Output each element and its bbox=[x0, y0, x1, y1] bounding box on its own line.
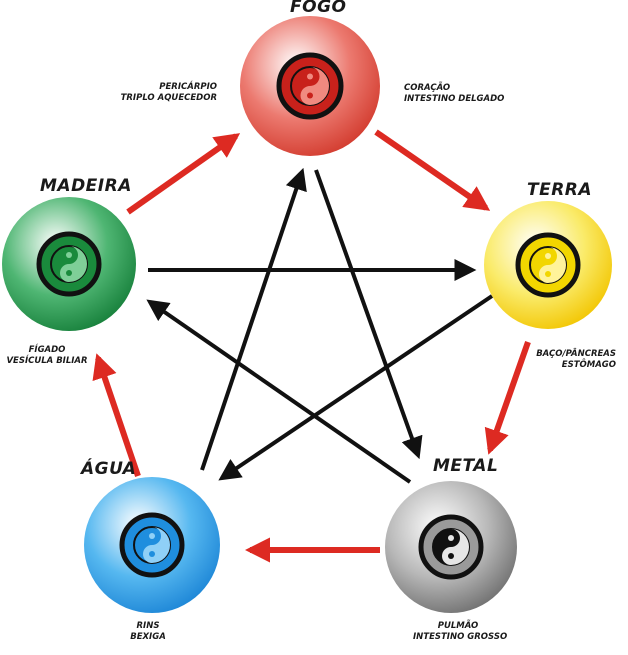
sphere-metal bbox=[385, 481, 517, 613]
yin-yang-icon bbox=[432, 528, 470, 566]
yin-yang-icon bbox=[133, 526, 171, 564]
arrow-agua-to-madeira bbox=[92, 353, 141, 477]
arrow-fogo-to-terra bbox=[374, 129, 491, 211]
organ-triplo-aquecedor: TRIPLO AQUECEDOR bbox=[120, 93, 217, 103]
organ-coracao: CORAÇÃO bbox=[404, 83, 451, 93]
organ-estomago: ESTÔMAGO bbox=[561, 360, 616, 370]
organ-bexiga: BEXIGA bbox=[130, 632, 166, 642]
organ-pulmao: PULMÃO bbox=[437, 621, 479, 631]
agua-organs: RINS BEXIGA bbox=[122, 621, 174, 643]
organ-vesicula-biliar: VESÍCULA BILIAR bbox=[6, 356, 88, 366]
arrow-madeira-to-fogo bbox=[126, 133, 241, 215]
arrow-fogo-to-metal bbox=[314, 169, 423, 460]
fogo-organs-extra: PERICÁRPIO TRIPLO AQUECEDOR bbox=[121, 82, 217, 104]
madeira-organs: FÍGADO VESÍCULA BILIAR bbox=[6, 345, 88, 367]
terra-title: TERRA bbox=[527, 180, 593, 200]
organ-rins: RINS bbox=[136, 621, 160, 631]
fogo-organs: CORAÇÃO INTESTINO DELGADO bbox=[404, 83, 504, 105]
arrow-agua-to-fogo bbox=[200, 167, 307, 471]
agua-title: ÁGUA bbox=[81, 459, 137, 479]
sphere-madeira bbox=[2, 197, 136, 331]
sphere-fogo bbox=[240, 16, 380, 156]
yin-yang-icon bbox=[529, 246, 567, 284]
organ-intestino-delgado: INTESTINO DELGADO bbox=[404, 94, 505, 104]
controlling-cycle bbox=[146, 167, 494, 484]
organ-baco-pancreas: BAÇO/PÂNCREAS bbox=[536, 349, 616, 359]
yin-yang-icon bbox=[290, 66, 330, 106]
metal-organs: PULMÃO INTESTINO GROSSO bbox=[413, 621, 508, 643]
madeira-title: MADEIRA bbox=[40, 176, 132, 196]
organ-pericarpio: PERICÁRPIO bbox=[159, 82, 217, 92]
yin-yang-icon bbox=[50, 245, 88, 283]
organ-figado: FÍGADO bbox=[28, 345, 66, 355]
arrow-metal-to-madeira bbox=[146, 299, 412, 484]
sphere-terra bbox=[484, 201, 612, 329]
generating-cycle bbox=[92, 129, 531, 563]
sphere-agua bbox=[84, 477, 220, 613]
fogo-title: FOGO bbox=[290, 0, 347, 17]
organ-intestino-grosso: INTESTINO GROSSO bbox=[413, 632, 508, 642]
terra-organs: BAÇO/PÂNCREAS ESTÔMAGO bbox=[536, 349, 616, 371]
metal-title: METAL bbox=[433, 456, 499, 476]
arrow-terra-to-agua bbox=[218, 294, 494, 481]
arrow-terra-to-metal bbox=[484, 341, 531, 455]
